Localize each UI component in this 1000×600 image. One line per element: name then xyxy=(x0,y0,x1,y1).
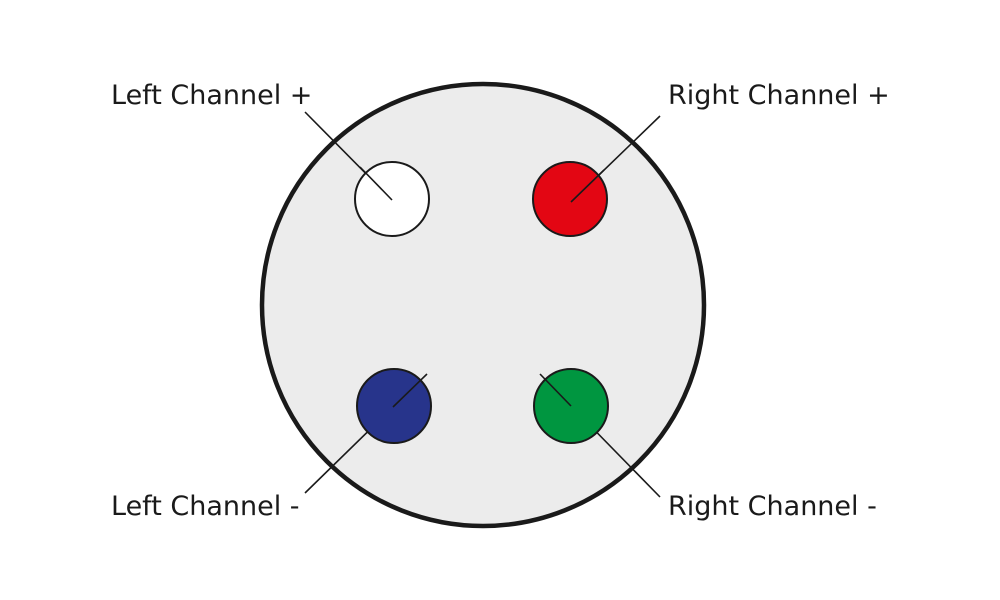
leader-line-right-plus-inner xyxy=(570,169,605,203)
leader-line-right-minus-inner xyxy=(539,373,572,407)
leader-line-left-minus-inner xyxy=(392,373,428,408)
pin-right-plus xyxy=(532,161,608,237)
label-right-plus: Right Channel + xyxy=(668,80,890,111)
label-left-minus: Left Channel - xyxy=(111,491,300,522)
label-right-minus: Right Channel - xyxy=(668,491,877,522)
leader-line-left-plus-inner xyxy=(359,166,393,201)
label-left-plus: Left Channel + xyxy=(111,80,312,111)
connector-body xyxy=(259,81,707,529)
